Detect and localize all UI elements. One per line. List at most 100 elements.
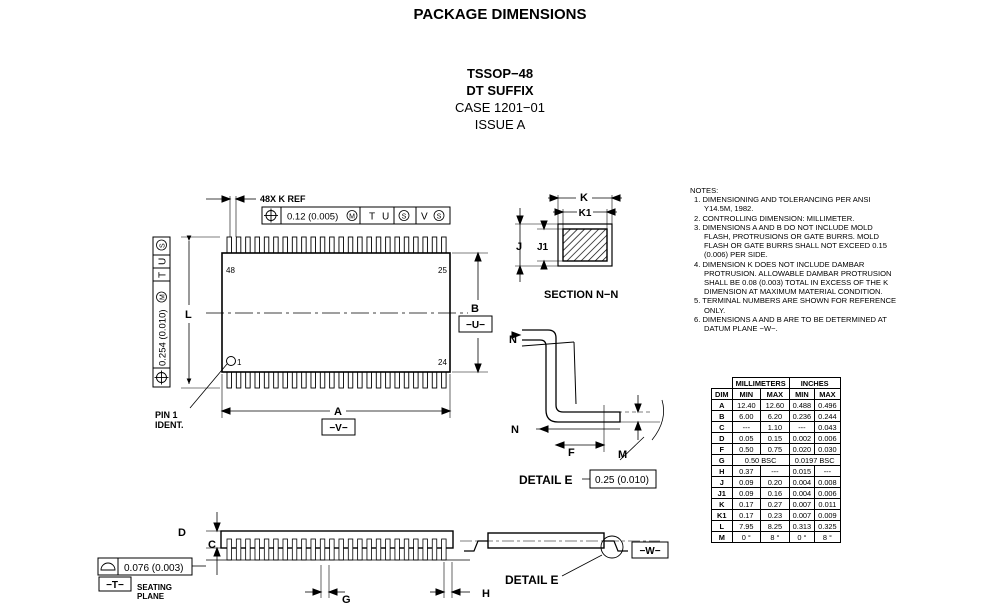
table-dim-cell: K1 — [711, 509, 733, 521]
side-lead — [282, 538, 288, 561]
dim-B-label: B — [471, 303, 479, 315]
dim-J1-label: J1 — [537, 242, 549, 253]
fcf-value: 0.12 (0.005) — [287, 212, 338, 223]
table-value-cell: 0.030 — [814, 443, 841, 455]
table-value-cell: --- — [731, 421, 762, 433]
dim-J-label: J — [516, 241, 522, 253]
svg-text:U: U — [158, 258, 169, 265]
side-lead — [403, 538, 410, 561]
table-value-cell: 0.011 — [814, 498, 841, 510]
lead-pin — [235, 371, 242, 389]
table-value-cell: 0.488 — [788, 399, 816, 411]
side-lead — [245, 538, 251, 561]
lead-pin — [301, 236, 307, 254]
lead-pin — [282, 236, 288, 254]
svg-text:T: T — [158, 272, 169, 278]
datum-T: −T− — [106, 580, 124, 591]
table-value-cell: 0.50 BSC — [731, 454, 790, 466]
table-value-cell: 0.007 — [788, 509, 816, 521]
hatched-lead-section — [562, 228, 608, 262]
lead-pin — [357, 236, 363, 254]
pin1-ident-line2: IDENT. — [155, 420, 184, 430]
table-value-cell: 6.00 — [731, 410, 762, 422]
lead-pin — [291, 371, 298, 389]
lead-pin — [273, 236, 279, 254]
top-view-labels: 48X K REF 0.12 (0.005) M T U S V S 0.254… — [155, 194, 485, 434]
lead-pin — [291, 236, 298, 254]
table-value-cell: 0.020 — [788, 443, 816, 455]
table-value-cell: 7.95 — [731, 520, 762, 532]
svg-text:S: S — [437, 214, 442, 221]
pin48-label: 48 — [226, 266, 235, 275]
package-body — [221, 252, 451, 373]
lead-pin — [310, 236, 316, 254]
section-title: SECTION N−N — [544, 289, 618, 301]
flatness-value: 0.076 (0.003) — [124, 563, 184, 574]
lead-pin — [441, 236, 447, 254]
table-value-cell: 0.015 — [788, 465, 816, 477]
pin25-label: 25 — [438, 266, 447, 275]
side-lead — [394, 538, 400, 561]
table-dim-cell: J — [711, 476, 733, 488]
detail-e-fcf-value: 0.25 (0.010) — [595, 475, 649, 486]
lead-pin — [403, 236, 410, 254]
table-dim-cell: H — [711, 465, 733, 477]
table-group-inches: INCHES — [788, 377, 841, 389]
section-labels: K K1 J J1 SECTION N−N — [516, 192, 618, 301]
lead-pin — [422, 236, 428, 254]
lead-pin — [357, 371, 363, 389]
table-value-cell: 0.043 — [814, 421, 841, 433]
lead-pin — [245, 236, 251, 254]
side-lead — [319, 538, 326, 561]
table-dim-cell: L — [711, 520, 733, 532]
datum-V: −V− — [329, 423, 348, 434]
table-dim-cell: C — [711, 421, 733, 433]
table-value-cell: 0.236 — [788, 410, 816, 422]
table-col-max: MAX — [760, 388, 790, 400]
side-lead — [226, 538, 232, 561]
pin1-ident-line1: PIN 1 — [155, 410, 178, 420]
svg-text:S: S — [160, 243, 167, 248]
table-value-cell: 12.40 — [731, 399, 762, 411]
table-row: C---1.10---0.043 — [711, 421, 841, 433]
table-value-cell: 0 ° — [731, 531, 762, 543]
lead-pin — [310, 371, 316, 389]
table-dim-cell: F — [711, 443, 733, 455]
seating-plane-line2: PLANE — [137, 592, 165, 601]
table-value-cell: 12.60 — [760, 399, 790, 411]
table-value-cell: --- — [814, 465, 841, 477]
table-dim-cell: K — [711, 498, 733, 510]
lead-pin — [394, 236, 400, 254]
lead-pin — [226, 236, 232, 254]
lead-pin — [431, 371, 438, 389]
table-value-cell: 0.50 — [731, 443, 762, 455]
side-lead — [310, 538, 316, 561]
side-lead — [347, 538, 354, 561]
lead-pin — [385, 371, 391, 389]
end-view — [460, 532, 669, 577]
lead-pin — [273, 371, 279, 389]
table-dim-cell: B — [711, 410, 733, 422]
table-col-dim: DIM — [711, 388, 733, 400]
lower-pin-row — [226, 371, 447, 389]
dim-D-label: D — [178, 527, 186, 539]
table-value-cell: 0.004 — [788, 487, 816, 499]
table-value-cell: 0.006 — [814, 487, 841, 499]
table-dim-cell: G — [711, 454, 733, 466]
section-view — [515, 194, 622, 282]
side-lead — [301, 538, 307, 561]
package-suffix: DT SUFFIX — [466, 83, 534, 98]
table-value-cell: 0.002 — [788, 432, 816, 444]
table-dim-cell: M — [711, 531, 733, 543]
table-value-cell: 0.325 — [814, 520, 841, 532]
package-name: TSSOP−48 — [466, 66, 534, 81]
lead-pin — [301, 371, 307, 389]
detail-e-labels: N N F M DETAIL E 0.25 (0.010) — [509, 334, 649, 487]
